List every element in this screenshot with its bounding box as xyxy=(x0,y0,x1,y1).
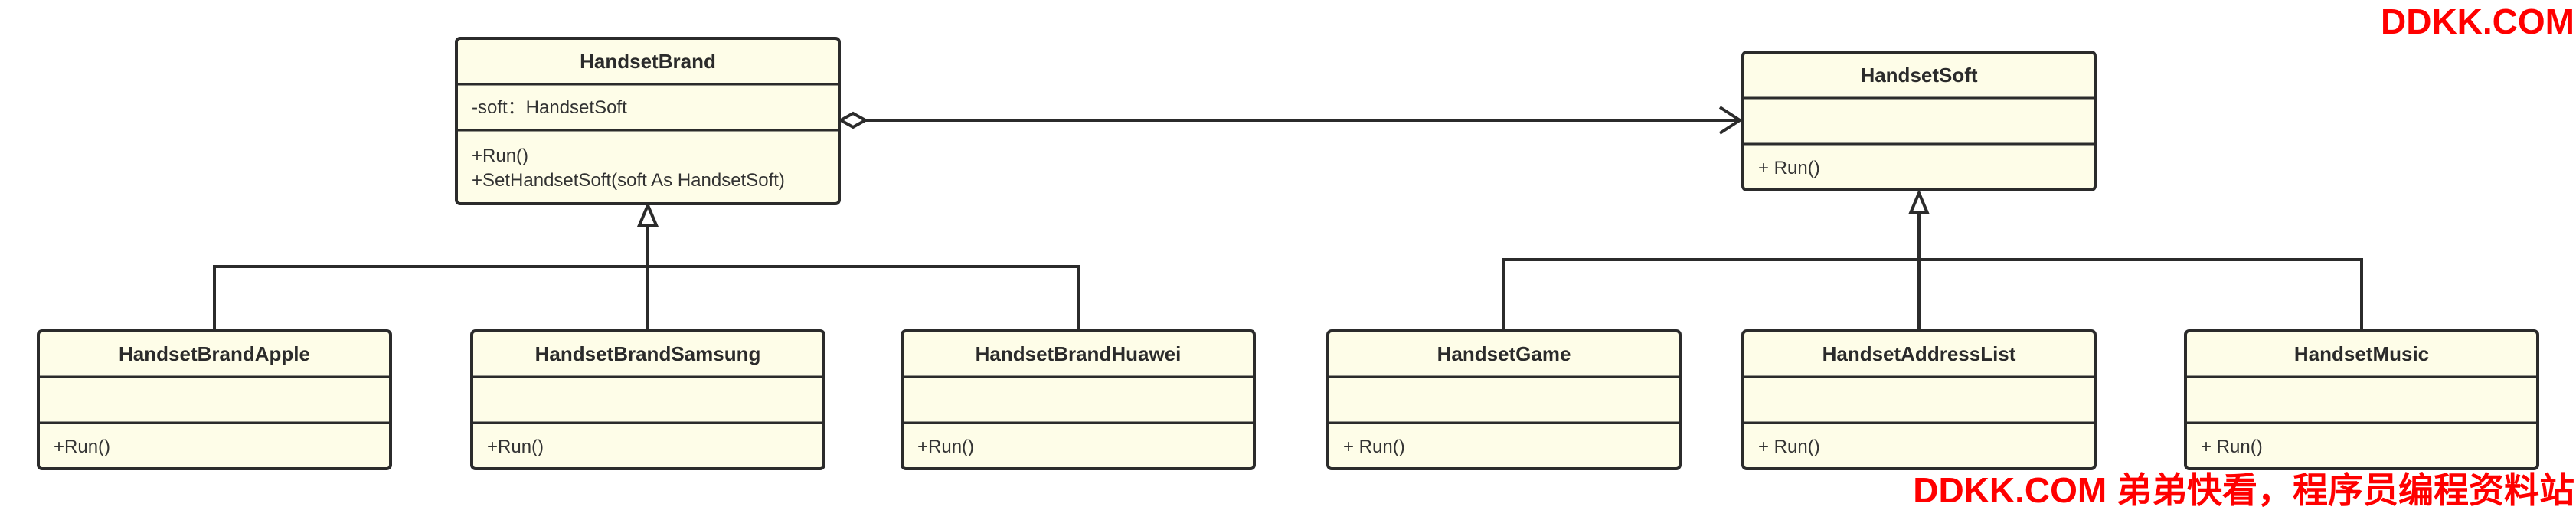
class-operation: +Run() xyxy=(472,146,528,166)
class-box xyxy=(1741,51,2097,191)
class-box xyxy=(470,329,825,470)
class-handset-soft: HandsetSoft + Run() xyxy=(1741,51,2097,191)
watermark-bottom: DDKK.COM 弟弟快看，程序员编程资料站 xyxy=(1913,470,2574,507)
inheritance-line-game xyxy=(1502,258,2363,329)
class-name: HandsetBrandHuawei xyxy=(976,342,1182,365)
class-operation: + Run() xyxy=(1758,158,1820,178)
class-box xyxy=(901,329,1256,470)
class-handset-brand-huawei: HandsetBrandHuawei +Run() xyxy=(901,329,1256,470)
aggregation-diamond xyxy=(837,111,869,129)
connectors xyxy=(213,106,2363,329)
class-name: HandsetAddressList xyxy=(1822,342,2016,365)
class-handset-brand-samsung: HandsetBrandSamsung +Run() xyxy=(470,329,825,470)
class-box xyxy=(37,329,392,470)
class-handset-brand-apple: HandsetBrandApple +Run() xyxy=(37,329,392,470)
navigability-arrow xyxy=(1718,106,1743,135)
class-name: HandsetGame xyxy=(1437,342,1571,365)
class-attribute: -soft：HandsetSoft xyxy=(472,97,627,118)
class-operation: +Run() xyxy=(917,437,974,457)
class-operation: +Run() xyxy=(487,437,544,457)
class-box xyxy=(2184,329,2539,470)
class-handset-game: HandsetGame + Run() xyxy=(1326,329,1682,470)
class-name: HandsetSoft xyxy=(1860,64,1977,87)
class-handset-address-list: HandsetAddressList + Run() xyxy=(1741,329,2097,470)
class-box xyxy=(455,37,841,205)
class-operation: +SetHandsetSoft(soft As HandsetSoft) xyxy=(472,170,785,191)
class-name: HandsetBrandSamsung xyxy=(535,342,761,365)
class-box xyxy=(1741,329,2097,470)
class-name: HandsetMusic xyxy=(2294,342,2429,365)
class-handset-music: HandsetMusic + Run() xyxy=(2184,329,2539,470)
class-name: HandsetBrandApple xyxy=(119,342,310,365)
class-box xyxy=(1326,329,1682,470)
inheritance-triangle-soft xyxy=(1907,188,1930,214)
class-operation: + Run() xyxy=(1343,437,1405,457)
watermark-top: DDKK.COM xyxy=(2381,2,2574,41)
class-operation: + Run() xyxy=(2201,437,2263,457)
class-operation: + Run() xyxy=(1758,437,1820,457)
class-boxes: HandsetBrand -soft：HandsetSoft +Run() +SetH… xyxy=(37,37,2539,470)
class-name: HandsetBrand xyxy=(580,50,716,73)
class-operation: +Run() xyxy=(54,437,110,457)
class-handset-brand: HandsetBrand -soft：HandsetSoft +Run() +SetH… xyxy=(455,37,841,205)
inheritance-triangle-brand xyxy=(636,201,659,227)
